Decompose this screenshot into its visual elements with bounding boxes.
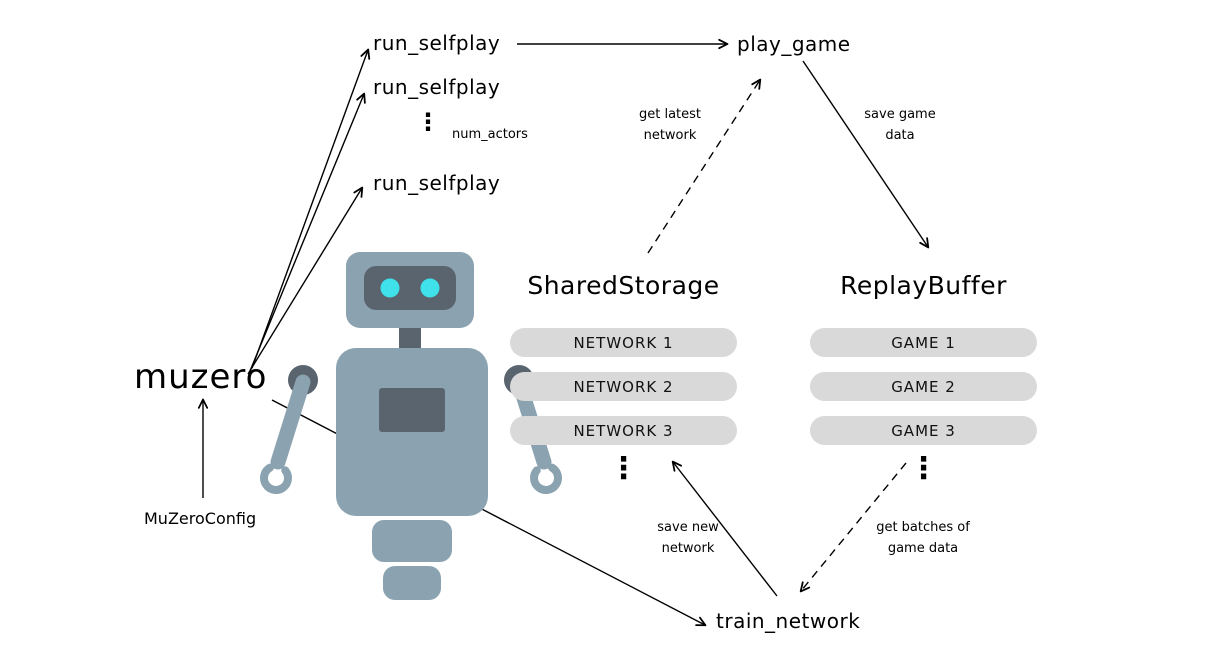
game-2-pill: GAME 2 [810, 372, 1037, 401]
run-selfplay-1-label: run_selfplay [373, 31, 501, 55]
edge-label-get-latest-network: get latest network [638, 107, 702, 143]
robot-eye-panel [364, 266, 456, 310]
run-selfplay-2-label: run_selfplay [373, 75, 501, 99]
robot-neck [399, 326, 421, 350]
robot-lower-leg [383, 566, 441, 600]
network-1-pill: NETWORK 1 [510, 328, 737, 357]
robot-right-hand [530, 463, 562, 494]
run-selfplay-3-label: run_selfplay [373, 171, 501, 195]
robot-left-eye [380, 278, 400, 298]
muzero-label: muzero [134, 357, 268, 397]
diagram-arrows [197, 38, 930, 627]
edge-label-save-game-data: save game data [864, 107, 936, 143]
arrow-train-network-to-shared-storage [671, 460, 778, 597]
game-1-pill: GAME 1 [810, 328, 1037, 357]
shared-storage-title: SharedStorage [527, 271, 720, 300]
replay-buffer-title: ReplayBuffer [840, 271, 1007, 300]
arrow-muzero-to-run-selfplay-1 [251, 48, 371, 369]
arrow-muzero-to-run-selfplay-2 [249, 92, 366, 372]
robot-chest-panel [379, 388, 445, 432]
robot-upper-leg [372, 520, 452, 562]
edge-label-save-new-network: save new network [657, 520, 719, 556]
num-actors-label: num_actors [452, 127, 528, 142]
network-3-pill: NETWORK 3 [510, 416, 737, 445]
arrow-muzero-to-run-selfplay-3 [247, 186, 364, 375]
shared-storage-ellipsis: ⋮ [608, 451, 639, 486]
train-network-label: train_network [716, 609, 861, 633]
play-game-label: play_game [737, 32, 851, 56]
game-3-pill: GAME 3 [810, 416, 1037, 445]
edge-label-get-batches-of-game-data: get batches of game data [876, 520, 970, 556]
robot-right-eye [420, 278, 440, 298]
replay-buffer-ellipsis: ⋮ [908, 451, 939, 486]
network-2-pill: NETWORK 2 [510, 372, 737, 401]
robot-left-hand [260, 463, 292, 494]
arrow-play-game-to-replay-buffer [802, 60, 930, 249]
robot-left-arm [270, 374, 311, 470]
arrow-shared-storage-to-play-game [647, 78, 762, 254]
num-actors-ellipsis: ⋮ [416, 108, 440, 136]
muzero-config-label: MuZeroConfig [144, 509, 257, 528]
